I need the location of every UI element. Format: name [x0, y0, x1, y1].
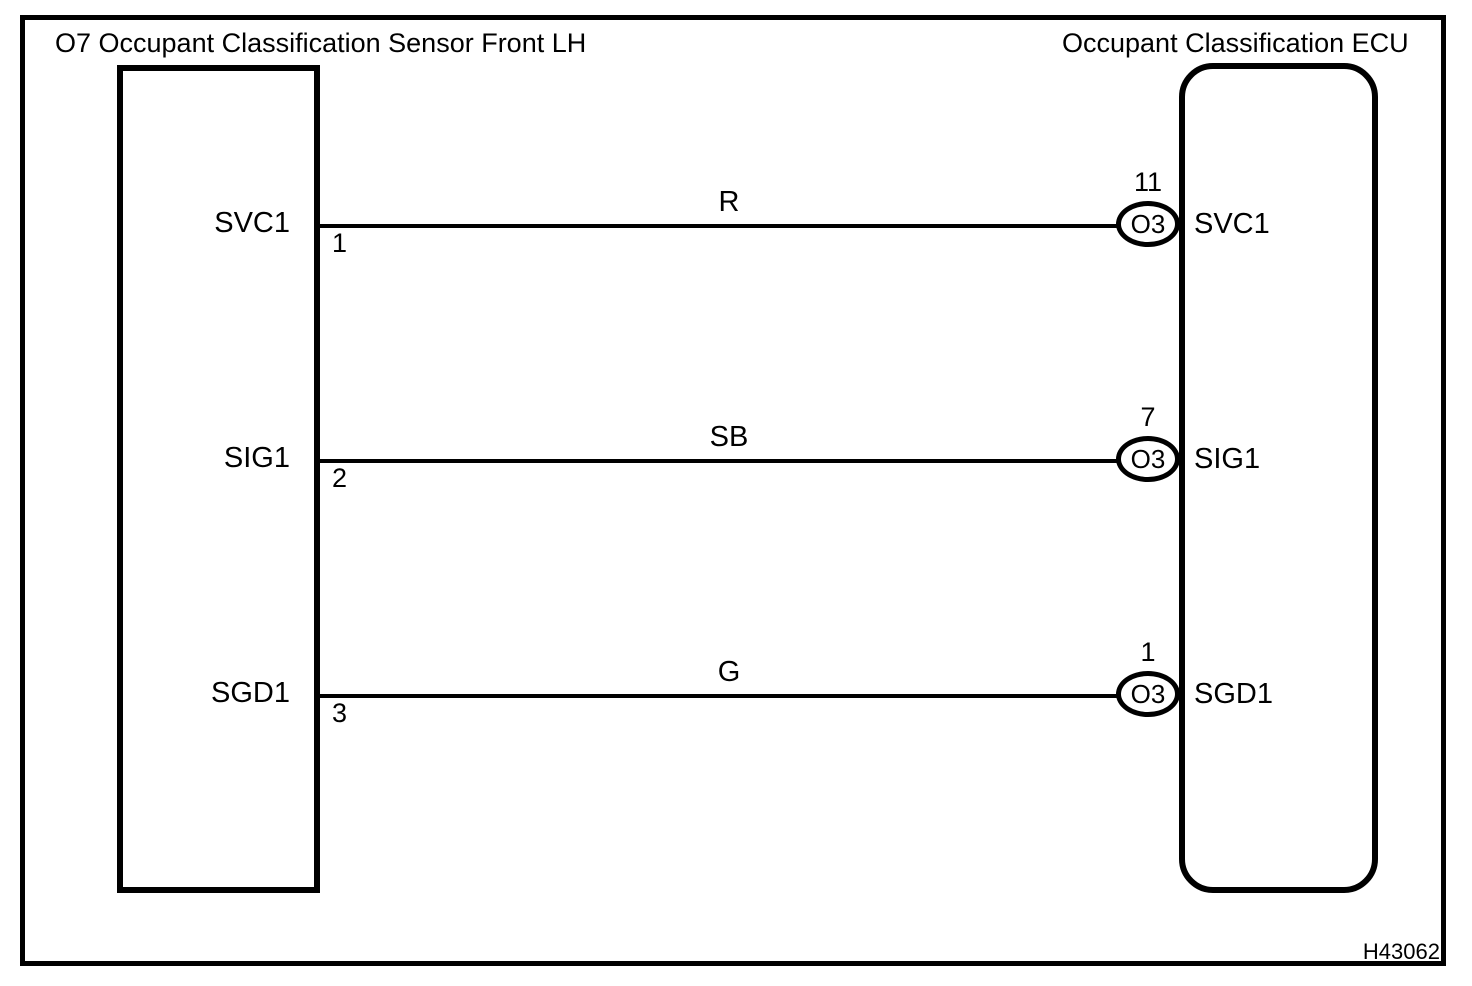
ecu-connector-id-3: O3 — [1130, 679, 1166, 709]
left-pin-number-1: 1 — [332, 228, 348, 258]
wire-color-code-2: SB — [709, 421, 749, 453]
ecu-terminal-label-1: SVC1 — [1194, 208, 1270, 240]
ecu-connector-oval-3: O3 — [1116, 671, 1180, 717]
ecu-connector-id-1: O3 — [1130, 209, 1166, 239]
ecu-connector-id-2: O3 — [1130, 444, 1166, 474]
sensor-connector-block — [117, 65, 320, 893]
left-pin-number-3: 3 — [332, 698, 348, 728]
ecu-connector-oval-1: O3 — [1116, 201, 1180, 247]
ecu-pin-number-1: 11 — [1133, 167, 1163, 197]
wire-color-code-1: R — [718, 186, 740, 218]
left-pin-number-2: 2 — [332, 463, 348, 493]
ecu-pin-number-3: 1 — [1140, 637, 1156, 667]
ecu-connector-oval-2: O3 — [1116, 436, 1180, 482]
wire-line-3 — [318, 694, 1150, 698]
right-block-title: Occupant Classification ECU — [1062, 28, 1409, 58]
left-terminal-label-3: SGD1 — [211, 677, 290, 709]
ecu-terminal-label-2: SIG1 — [1194, 443, 1261, 475]
ecu-pin-number-2: 7 — [1140, 402, 1156, 432]
ecu-terminal-label-3: SGD1 — [1194, 678, 1273, 710]
left-block-title: O7 Occupant Classification Sensor Front … — [55, 28, 587, 58]
ecu-block — [1179, 63, 1378, 893]
wire-color-code-3: G — [717, 656, 741, 688]
wire-line-2 — [318, 459, 1150, 463]
wire-line-1 — [318, 224, 1150, 228]
figure-reference-code: H43062 — [1362, 939, 1440, 964]
diagram-outer-frame — [20, 15, 1446, 966]
left-terminal-label-1: SVC1 — [214, 207, 290, 239]
left-terminal-label-2: SIG1 — [223, 442, 290, 474]
